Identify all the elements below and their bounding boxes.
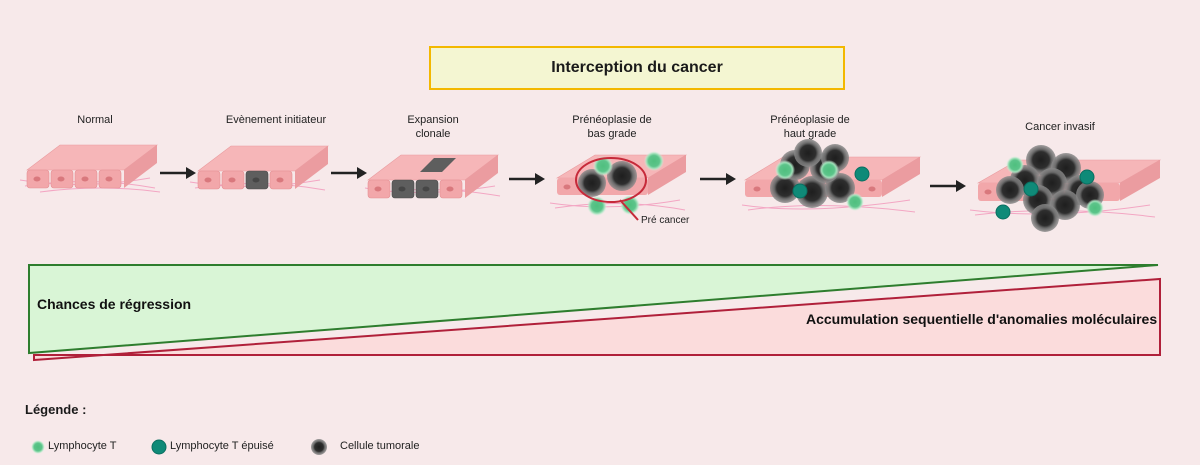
arrow-2 <box>331 167 367 179</box>
stage-label-low-grade: Prénéoplasie de bas grade <box>572 114 652 140</box>
t-lymphocyte <box>644 151 664 171</box>
epithelium-high-grade <box>741 139 922 213</box>
legend-item-tumor-cell: Cellule tumorale <box>340 440 419 452</box>
precancer-circle <box>575 157 647 203</box>
epithelium-normal <box>19 144 161 193</box>
stage-label-initiating-event: Evènement initiateur <box>225 114 327 126</box>
accumulation-bar <box>33 277 1161 362</box>
epithelium-clonal-expansion <box>364 154 501 199</box>
legend-label: Cellule tumorale <box>340 440 420 452</box>
arrow-5 <box>930 180 966 192</box>
t-lymphocyte-icon <box>31 440 45 454</box>
tumor-cell <box>578 169 606 197</box>
legend-title: Légende : <box>25 402 87 417</box>
tumor-cell-icon <box>311 439 327 455</box>
regression-label: Chances de régression <box>37 296 192 312</box>
legend-item-t-lymphocyte: Lymphocyte T <box>48 440 116 452</box>
regression-bar <box>28 264 1159 355</box>
diagram-title: Interception du cancer <box>551 59 723 76</box>
epithelium-low-grade <box>549 151 688 221</box>
legend-label: Lymphocyte T <box>48 440 117 452</box>
arrow-1 <box>160 167 196 179</box>
t-lymphocyte <box>593 156 613 176</box>
tumor-cell <box>607 161 637 191</box>
legend-item-exhausted-t-lymphocyte: Lymphocyte T épuisé <box>170 440 274 452</box>
legend-label: Lymphocyte T épuisé <box>170 440 274 452</box>
stage-label-clonal-expansion: Expansion clonale <box>407 114 459 140</box>
title-box: Interception du cancer <box>429 46 845 90</box>
t-lymphocyte <box>587 196 607 216</box>
arrow-3 <box>509 173 545 185</box>
accumulation-label: Accumulation sequentielle d'anomalies mo… <box>806 311 1158 327</box>
stage-label-normal: Normal <box>77 114 113 126</box>
epithelium-initiating-event <box>189 145 329 191</box>
precancer-annotation: Pré cancer <box>641 215 690 226</box>
exhausted-t-lymphocyte-icon <box>151 439 167 455</box>
stage-label-high-grade: Prénéoplasie de haut grade <box>770 114 850 140</box>
stage-label-invasive-cancer: Cancer invasif <box>1025 121 1095 133</box>
arrow-4 <box>700 173 736 185</box>
epithelium-invasive-cancer <box>969 145 1162 232</box>
